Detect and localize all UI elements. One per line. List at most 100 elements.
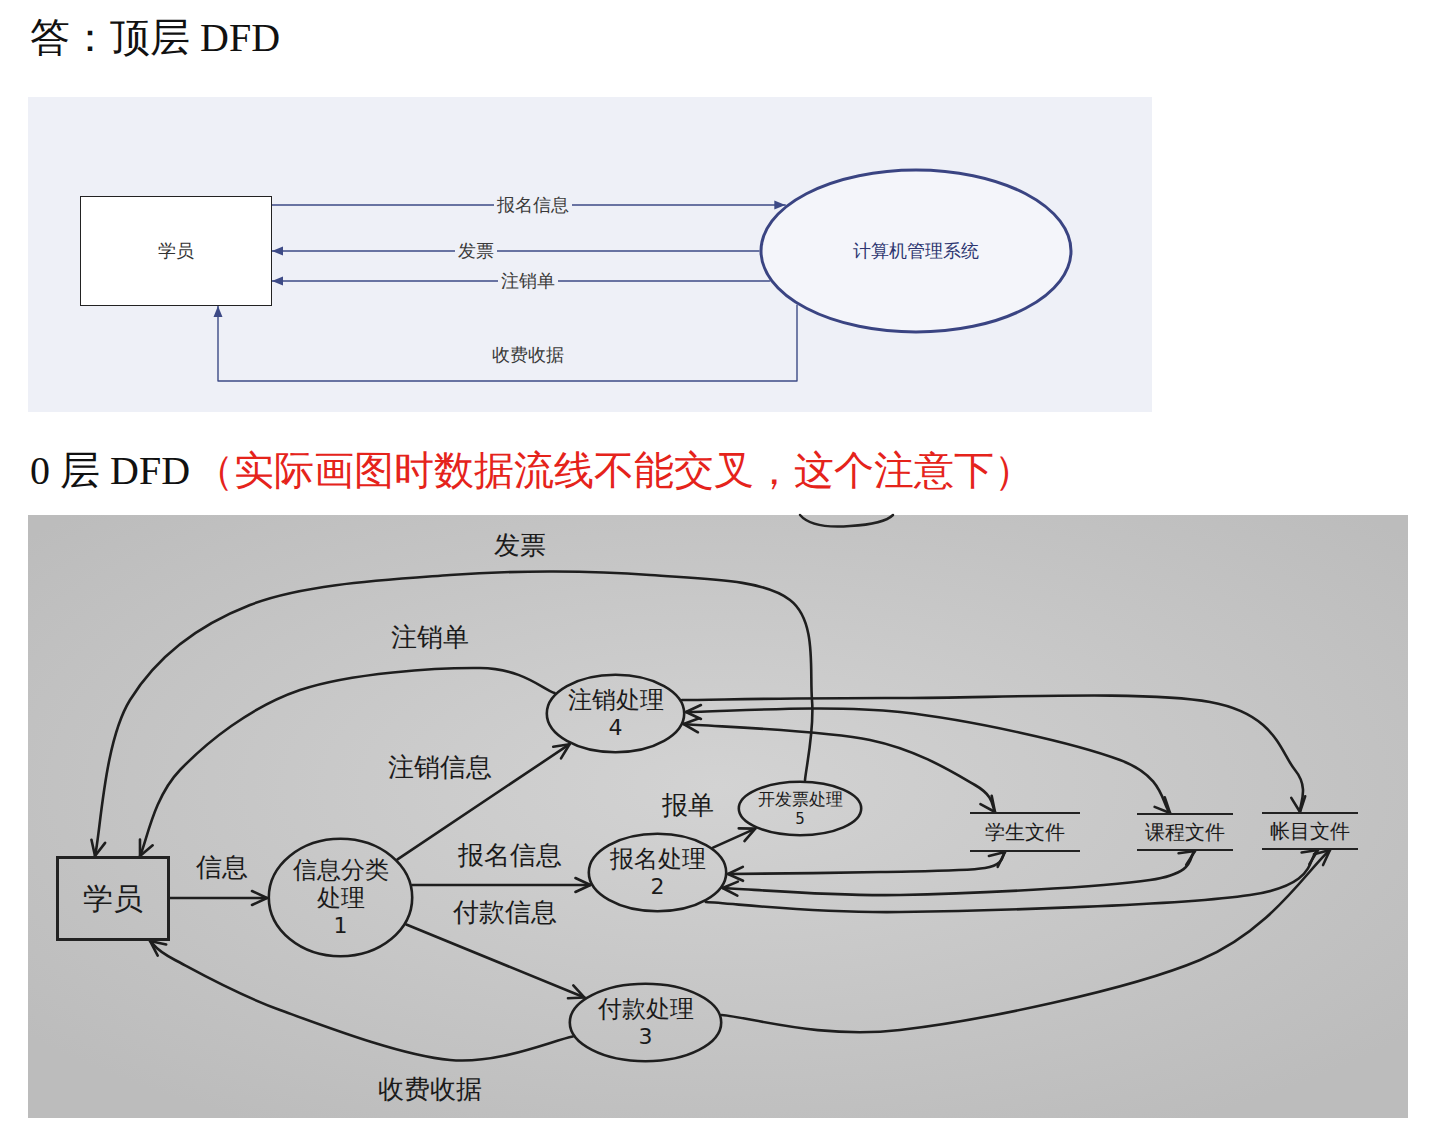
process-bubble: 信息分类处理1 — [267, 837, 414, 958]
ellipse-shape — [269, 839, 412, 956]
node-content: 注销处理4 — [568, 686, 664, 741]
process-bubble: 开发票处理5 — [737, 780, 863, 837]
flow-label: 注销单 — [498, 271, 558, 292]
node-label: 开发票处理 — [758, 789, 843, 809]
arrow-head — [1291, 796, 1305, 812]
arrow-head — [728, 867, 743, 881]
top-panel — [28, 97, 1152, 412]
node-content: 学员 — [83, 881, 143, 917]
data-flow — [406, 925, 584, 999]
process-number: 5 — [758, 810, 843, 828]
data-store: 帐目文件 — [1262, 812, 1358, 850]
data-flow — [713, 828, 755, 847]
flow-line — [406, 925, 584, 998]
flow-line — [150, 941, 573, 1061]
flow-label: 报名信息 — [494, 195, 572, 216]
flow-line — [713, 829, 755, 848]
flow-label: 注销信息 — [388, 753, 492, 783]
ellipse-shape — [547, 675, 684, 752]
arrow-head — [575, 878, 590, 892]
flow-line — [722, 850, 1330, 1032]
data-flow — [170, 891, 267, 905]
flow-label: 报单 — [662, 791, 714, 821]
arrow-head — [684, 718, 700, 732]
node-content: 学员 — [158, 240, 194, 262]
arrow-head — [1302, 850, 1318, 864]
node-content: 信息分类处理1 — [291, 856, 391, 940]
arrow-head — [150, 941, 166, 956]
ellipse-shape — [589, 834, 726, 911]
flow-line — [412, 884, 590, 887]
flow-label: 收费收据 — [378, 1075, 482, 1105]
data-flow — [723, 851, 1195, 896]
data-flow — [684, 718, 995, 812]
flow-label: 发票 — [494, 531, 546, 561]
node-label: 学员 — [158, 240, 194, 262]
node-content: 学生文件 — [985, 820, 1065, 844]
arrow-head — [1155, 797, 1170, 813]
data-flow — [686, 705, 1170, 813]
node-content: 报名处理2 — [610, 845, 706, 900]
node-label: 课程文件 — [1145, 820, 1225, 844]
flow-label: 付款信息 — [453, 898, 557, 928]
arrow-head — [1179, 851, 1195, 865]
data-flow — [412, 878, 590, 892]
process-bubble: 报名处理2 — [587, 832, 728, 913]
process-bubble: 计算机管理系统 — [759, 168, 1073, 334]
process-number: 3 — [598, 1024, 694, 1050]
node-content: 课程文件 — [1145, 820, 1225, 844]
data-flow — [722, 850, 1330, 1032]
photo-ground — [28, 515, 1408, 1118]
arrow-head — [553, 744, 569, 758]
arrow-head — [1314, 850, 1330, 865]
node-content: 开发票处理5 — [758, 789, 843, 827]
arrow-head — [91, 840, 105, 856]
arrow-head — [739, 828, 756, 841]
heading-text: 0 层 DFD — [30, 443, 190, 498]
node-content: 帐目文件 — [1270, 819, 1350, 843]
flow-line — [684, 724, 995, 812]
data-flow — [728, 852, 1005, 881]
process-bubble: 注销处理4 — [545, 673, 686, 754]
flow-label: 报名信息 — [458, 841, 562, 871]
data-flow — [272, 247, 759, 256]
arrow-head — [140, 839, 153, 856]
flow-line — [728, 852, 1005, 874]
process-bubble: 付款处理3 — [568, 982, 723, 1063]
flow-line — [218, 305, 797, 381]
arrow-head — [214, 306, 223, 317]
entity-box: 学员 — [56, 856, 170, 941]
flow-line — [272, 250, 759, 251]
data-store: 课程文件 — [1137, 813, 1233, 851]
flow-line — [140, 668, 555, 856]
process-number: 1 — [291, 913, 391, 939]
flow-label: 发票 — [455, 241, 497, 262]
arrow-head — [989, 852, 1005, 867]
arrow-head — [272, 277, 283, 286]
node-label: 信息分类处理 — [291, 856, 391, 914]
node-label: 帐目文件 — [1270, 819, 1350, 843]
arrow-head — [686, 705, 701, 719]
node-label: 注销处理 — [568, 686, 664, 715]
stray-stroke — [800, 515, 893, 527]
flow-label: 注销单 — [391, 623, 469, 653]
entity-box: 学员 — [80, 196, 272, 306]
data-flow — [682, 695, 1305, 812]
flow-label: 收费收据 — [489, 345, 567, 366]
flow-line — [706, 850, 1318, 912]
process-number: 4 — [568, 715, 664, 741]
flow-line — [686, 708, 1170, 813]
flow-line — [682, 695, 1303, 812]
node-content: 付款处理3 — [598, 995, 694, 1050]
arrow-head — [272, 247, 283, 256]
data-flow — [140, 668, 555, 856]
flow-label: 信息 — [196, 853, 248, 883]
arrow-head — [980, 796, 995, 812]
node-label: 付款处理 — [598, 995, 694, 1024]
ellipse-shape — [739, 782, 861, 835]
note-text: （实际画图时数据流线不能交叉，这个注意下） — [194, 443, 1034, 498]
flow-line — [723, 851, 1195, 895]
